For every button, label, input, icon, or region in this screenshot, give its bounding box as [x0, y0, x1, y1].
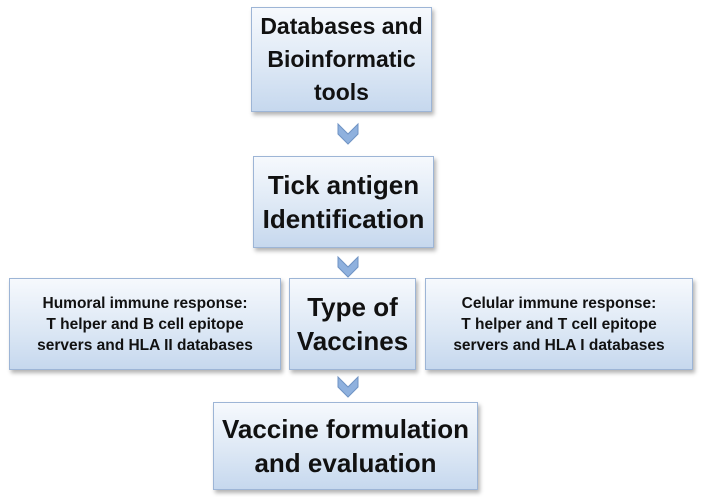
databases-tools-line-1: Databases and [260, 13, 423, 39]
vaccine-formulation-line-2: and evaluation [254, 448, 437, 478]
chevron-down-icon [337, 122, 359, 145]
databases-tools-line-3: tools [314, 79, 369, 105]
type-of-vaccines-line-1: Type of [307, 292, 398, 322]
vaccine-formulation-box: Vaccine formulation and evaluation [213, 402, 478, 490]
tick-antigen-line-2: Identification [262, 204, 425, 234]
celular-response-box: Celular immune response: T helper and T … [425, 278, 693, 370]
celular-response-line-3: servers and HLA I databases [453, 336, 665, 354]
celular-response-line-1: Celular immune response: [461, 294, 657, 312]
humoral-response-box: Humoral immune response: T helper and B … [9, 278, 281, 370]
vaccine-formulation-line-1: Vaccine formulation [221, 414, 470, 444]
chevron-down-icon [337, 375, 359, 398]
celular-response-line-2: T helper and T cell epitope [461, 315, 657, 333]
humoral-response-line-3: servers and HLA II databases [37, 336, 253, 354]
type-of-vaccines-box: Type of Vaccines [289, 278, 416, 370]
chevron-down-icon [337, 255, 359, 278]
databases-tools-box: Databases and Bioinformatic tools [251, 7, 432, 112]
type-of-vaccines-line-2: Vaccines [296, 326, 409, 356]
humoral-response-line-1: Humoral immune response: [42, 294, 248, 312]
humoral-response-line-2: T helper and B cell epitope [46, 315, 244, 333]
databases-tools-line-2: Bioinformatic [267, 46, 416, 72]
tick-antigen-box: Tick antigen Identification [253, 156, 434, 248]
tick-antigen-line-1: Tick antigen [267, 170, 420, 200]
